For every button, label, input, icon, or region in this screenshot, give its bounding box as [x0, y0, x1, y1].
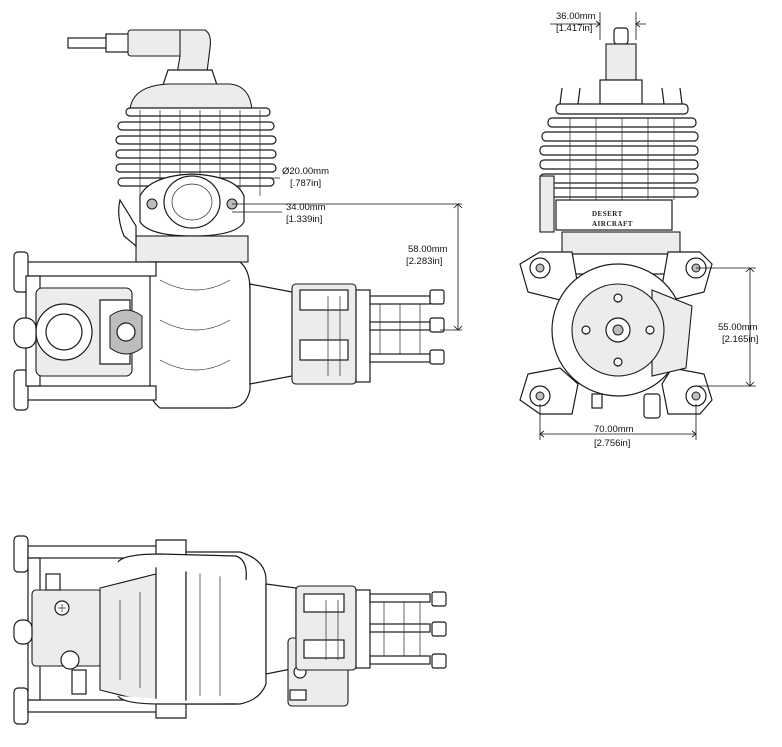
mount70-mm-label: 70.00mm — [594, 424, 634, 435]
crankcase — [149, 261, 251, 409]
side-view-dimensions — [228, 177, 463, 331]
front-view-dimensions — [539, 12, 756, 440]
brand-emblem — [109, 309, 143, 355]
height34-mm-label: 34.00mm — [286, 202, 326, 213]
bore-in-label: [.787in] — [290, 178, 321, 189]
cylinder-base — [135, 235, 249, 263]
exhaust-flange — [139, 173, 245, 237]
height58-in-label: [2.283in] — [406, 256, 442, 267]
mount70-in-label: [2.756in] — [594, 438, 630, 449]
front-crankcase — [551, 263, 693, 419]
mount55-mm-label: 55.00mm — [718, 322, 758, 333]
cooling-fins — [115, 107, 277, 196]
dimension-labels: Ø20.00mm [.787in] 34.00mm [1.339in] 58.0… — [282, 11, 758, 449]
width36-mm-label: 36.00mm — [556, 11, 596, 22]
brand-line2: AIRCRAFT — [592, 220, 633, 228]
front-cylinder-base — [561, 231, 681, 255]
cylinder-head-dome — [129, 83, 253, 111]
shaft-housing — [249, 283, 293, 385]
front-spark-plug — [599, 27, 643, 105]
engine-top-view — [13, 535, 447, 725]
top-crankcase — [99, 573, 157, 705]
height34-in-label: [1.339in] — [286, 214, 322, 225]
mount55-in-label: [2.165in] — [722, 334, 758, 345]
brand-line1: DESERT — [592, 210, 623, 218]
ignition-bracket — [539, 175, 555, 233]
width36-in-label: [1.417in] — [556, 23, 592, 34]
spark-plug-cap — [67, 29, 219, 89]
top-drive-hub — [295, 585, 447, 671]
front-cooling-fins — [539, 117, 699, 200]
carburetor — [13, 287, 133, 377]
top-carburetor — [13, 573, 103, 695]
engine-side-view — [13, 29, 463, 411]
bore-mm-label: Ø20.00mm — [282, 166, 329, 177]
drive-hub — [291, 283, 445, 385]
height58-mm-label: 58.00mm — [408, 244, 448, 255]
engine-front-view: DESERT AIRCRAFT — [519, 12, 756, 440]
